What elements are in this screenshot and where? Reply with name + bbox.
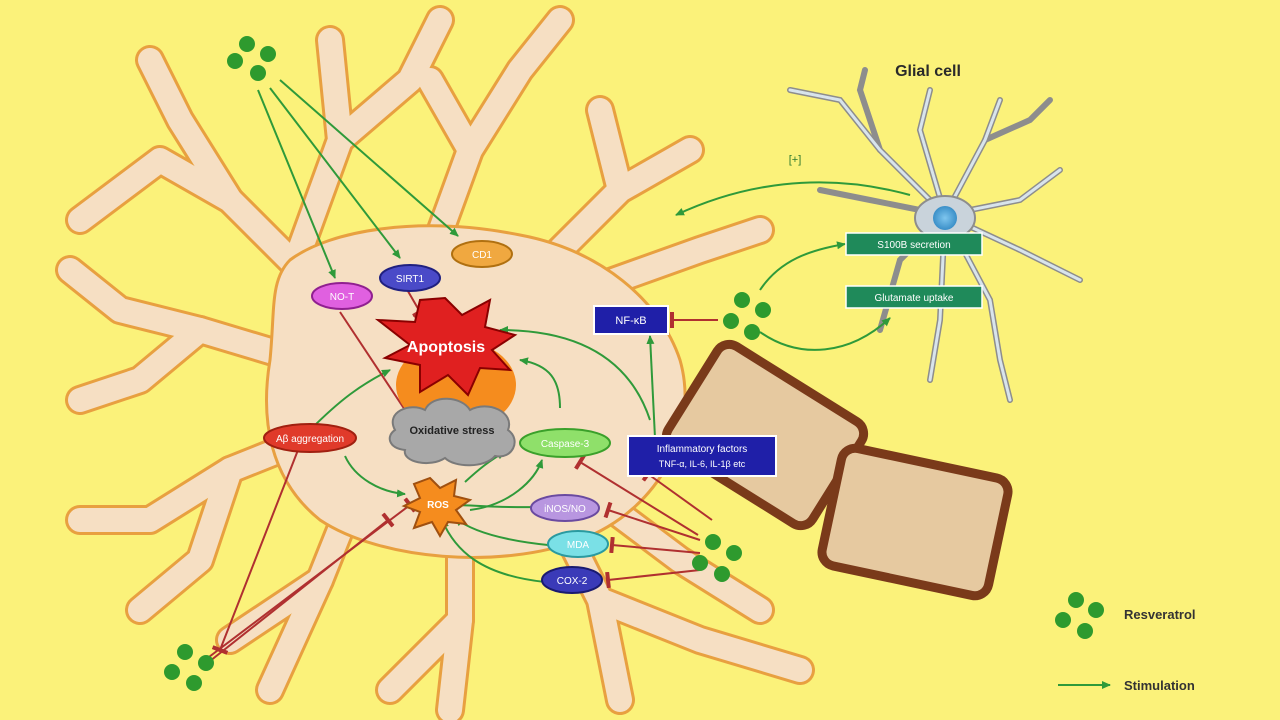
caspase-label: Caspase-3 bbox=[541, 439, 590, 450]
apoptosis-node: Apoptosis bbox=[374, 296, 518, 397]
node-sirt1: SIRT1 bbox=[379, 264, 441, 292]
node-glutamate: Glutamate uptake bbox=[845, 285, 983, 309]
node-mda: MDA bbox=[547, 530, 609, 558]
legend-resveratrol-label: Resveratrol bbox=[1124, 607, 1196, 622]
cd1-label: CD1 bbox=[472, 250, 492, 261]
node-s100b: S100B secretion bbox=[845, 232, 983, 256]
cox-label: COX-2 bbox=[557, 576, 588, 587]
legend: Resveratrol Stimulation bbox=[1055, 592, 1196, 693]
node-inos: iNOS/NO bbox=[530, 494, 600, 522]
resveratrol-cluster bbox=[227, 36, 276, 81]
oxidative-stress-label: Oxidative stress bbox=[410, 425, 495, 437]
node-inflammatory: Inflammatory factors TNF-α, IL-6, IL-1β … bbox=[627, 435, 777, 477]
inflammatory-line1: Inflammatory factors bbox=[657, 444, 748, 455]
inhibition-arrows bbox=[204, 285, 718, 666]
node-caspase: Caspase-3 bbox=[519, 428, 611, 458]
node-no: NO-T bbox=[311, 282, 373, 310]
s100b-label: S100B secretion bbox=[877, 240, 950, 251]
glutamate-label: Glutamate uptake bbox=[875, 293, 954, 304]
glial-cell-label: Glial cell bbox=[895, 63, 961, 80]
neuron-cell bbox=[55, 5, 815, 720]
legend-resveratrol-icon bbox=[1055, 592, 1104, 639]
inos-label: iNOS/NO bbox=[544, 504, 586, 515]
node-cd1: CD1 bbox=[451, 240, 513, 268]
no-label: NO-T bbox=[330, 292, 354, 303]
node-nfkb: NF-κB bbox=[593, 305, 669, 335]
node-abeta: Aβ aggregation bbox=[263, 423, 357, 453]
sirt1-label: SIRT1 bbox=[396, 274, 425, 285]
stimulation-plus-label: [+] bbox=[789, 154, 802, 166]
resveratrol-cluster bbox=[723, 292, 771, 340]
stimulation-arrows bbox=[257, 79, 911, 583]
resveratrol-cluster bbox=[164, 644, 214, 691]
node-ros: ROS bbox=[401, 476, 473, 539]
inflammatory-line2: TNF-α, IL-6, IL-1β etc bbox=[659, 459, 746, 469]
oxidative-stress-cloud bbox=[388, 397, 516, 467]
legend-stimulation-label: Stimulation bbox=[1124, 678, 1195, 693]
resveratrol-cluster bbox=[692, 534, 742, 582]
node-cox: COX-2 bbox=[541, 566, 603, 594]
nfkb-label: NF-κB bbox=[615, 315, 646, 327]
mda-label: MDA bbox=[567, 540, 590, 551]
abeta-label: Aβ aggregation bbox=[276, 434, 344, 445]
glial-nucleus bbox=[933, 206, 957, 230]
apoptosis-label: Apoptosis bbox=[407, 339, 485, 356]
ros-label: ROS bbox=[427, 500, 449, 511]
